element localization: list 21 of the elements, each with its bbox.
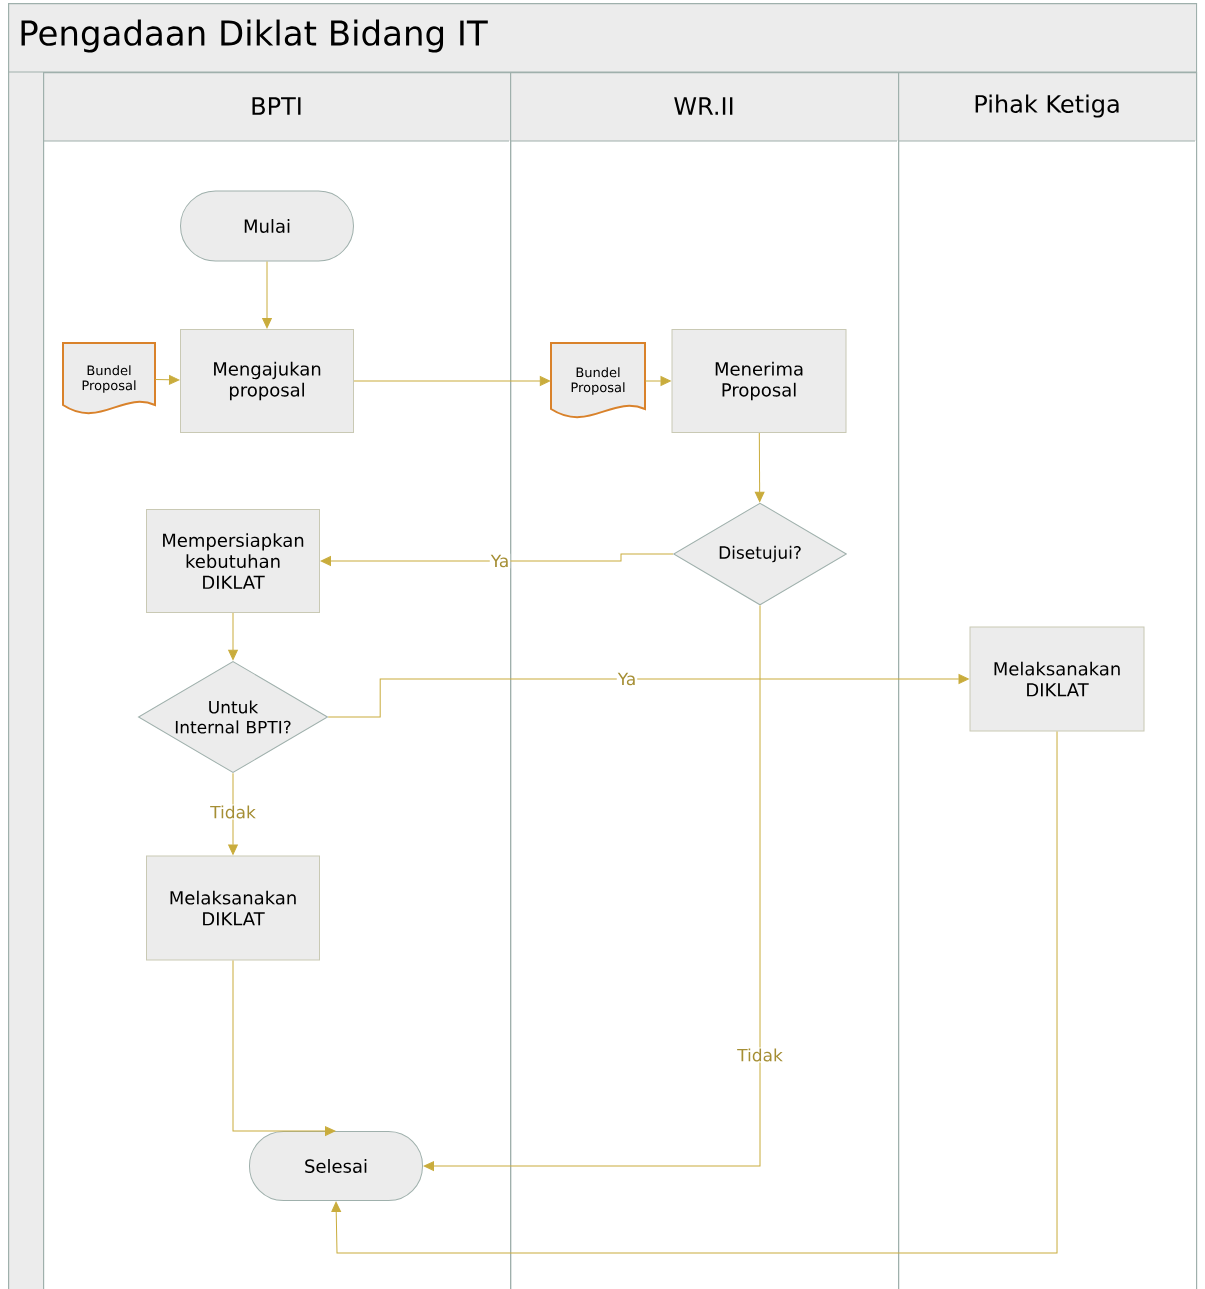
arrow	[262, 261, 272, 329]
arrow	[644, 376, 671, 386]
arrow	[423, 605, 761, 1171]
process-box: Mempersiapkan kebutuhan DIKLAT	[146, 509, 320, 613]
arrow	[154, 374, 180, 385]
arrow	[228, 772, 238, 855]
edge-label: Tidak	[736, 1047, 784, 1063]
arrow	[320, 553, 674, 566]
process-box: Melaksanakan DIKLAT	[969, 626, 1145, 732]
arrow	[331, 731, 1058, 1254]
arrow	[353, 376, 551, 386]
arrow	[327, 674, 969, 718]
process-box: Menerima Proposal	[671, 329, 847, 433]
edge-label: Tidak	[209, 804, 257, 820]
arrow	[754, 432, 765, 502]
arrow	[232, 960, 336, 1136]
arrow	[228, 612, 238, 661]
process-box: Melaksanakan DIKLAT	[146, 855, 320, 961]
process-box: Mengajukan proposal	[180, 329, 354, 433]
edge-label: Ya	[616, 671, 638, 687]
edge-label: Ya	[489, 553, 511, 569]
